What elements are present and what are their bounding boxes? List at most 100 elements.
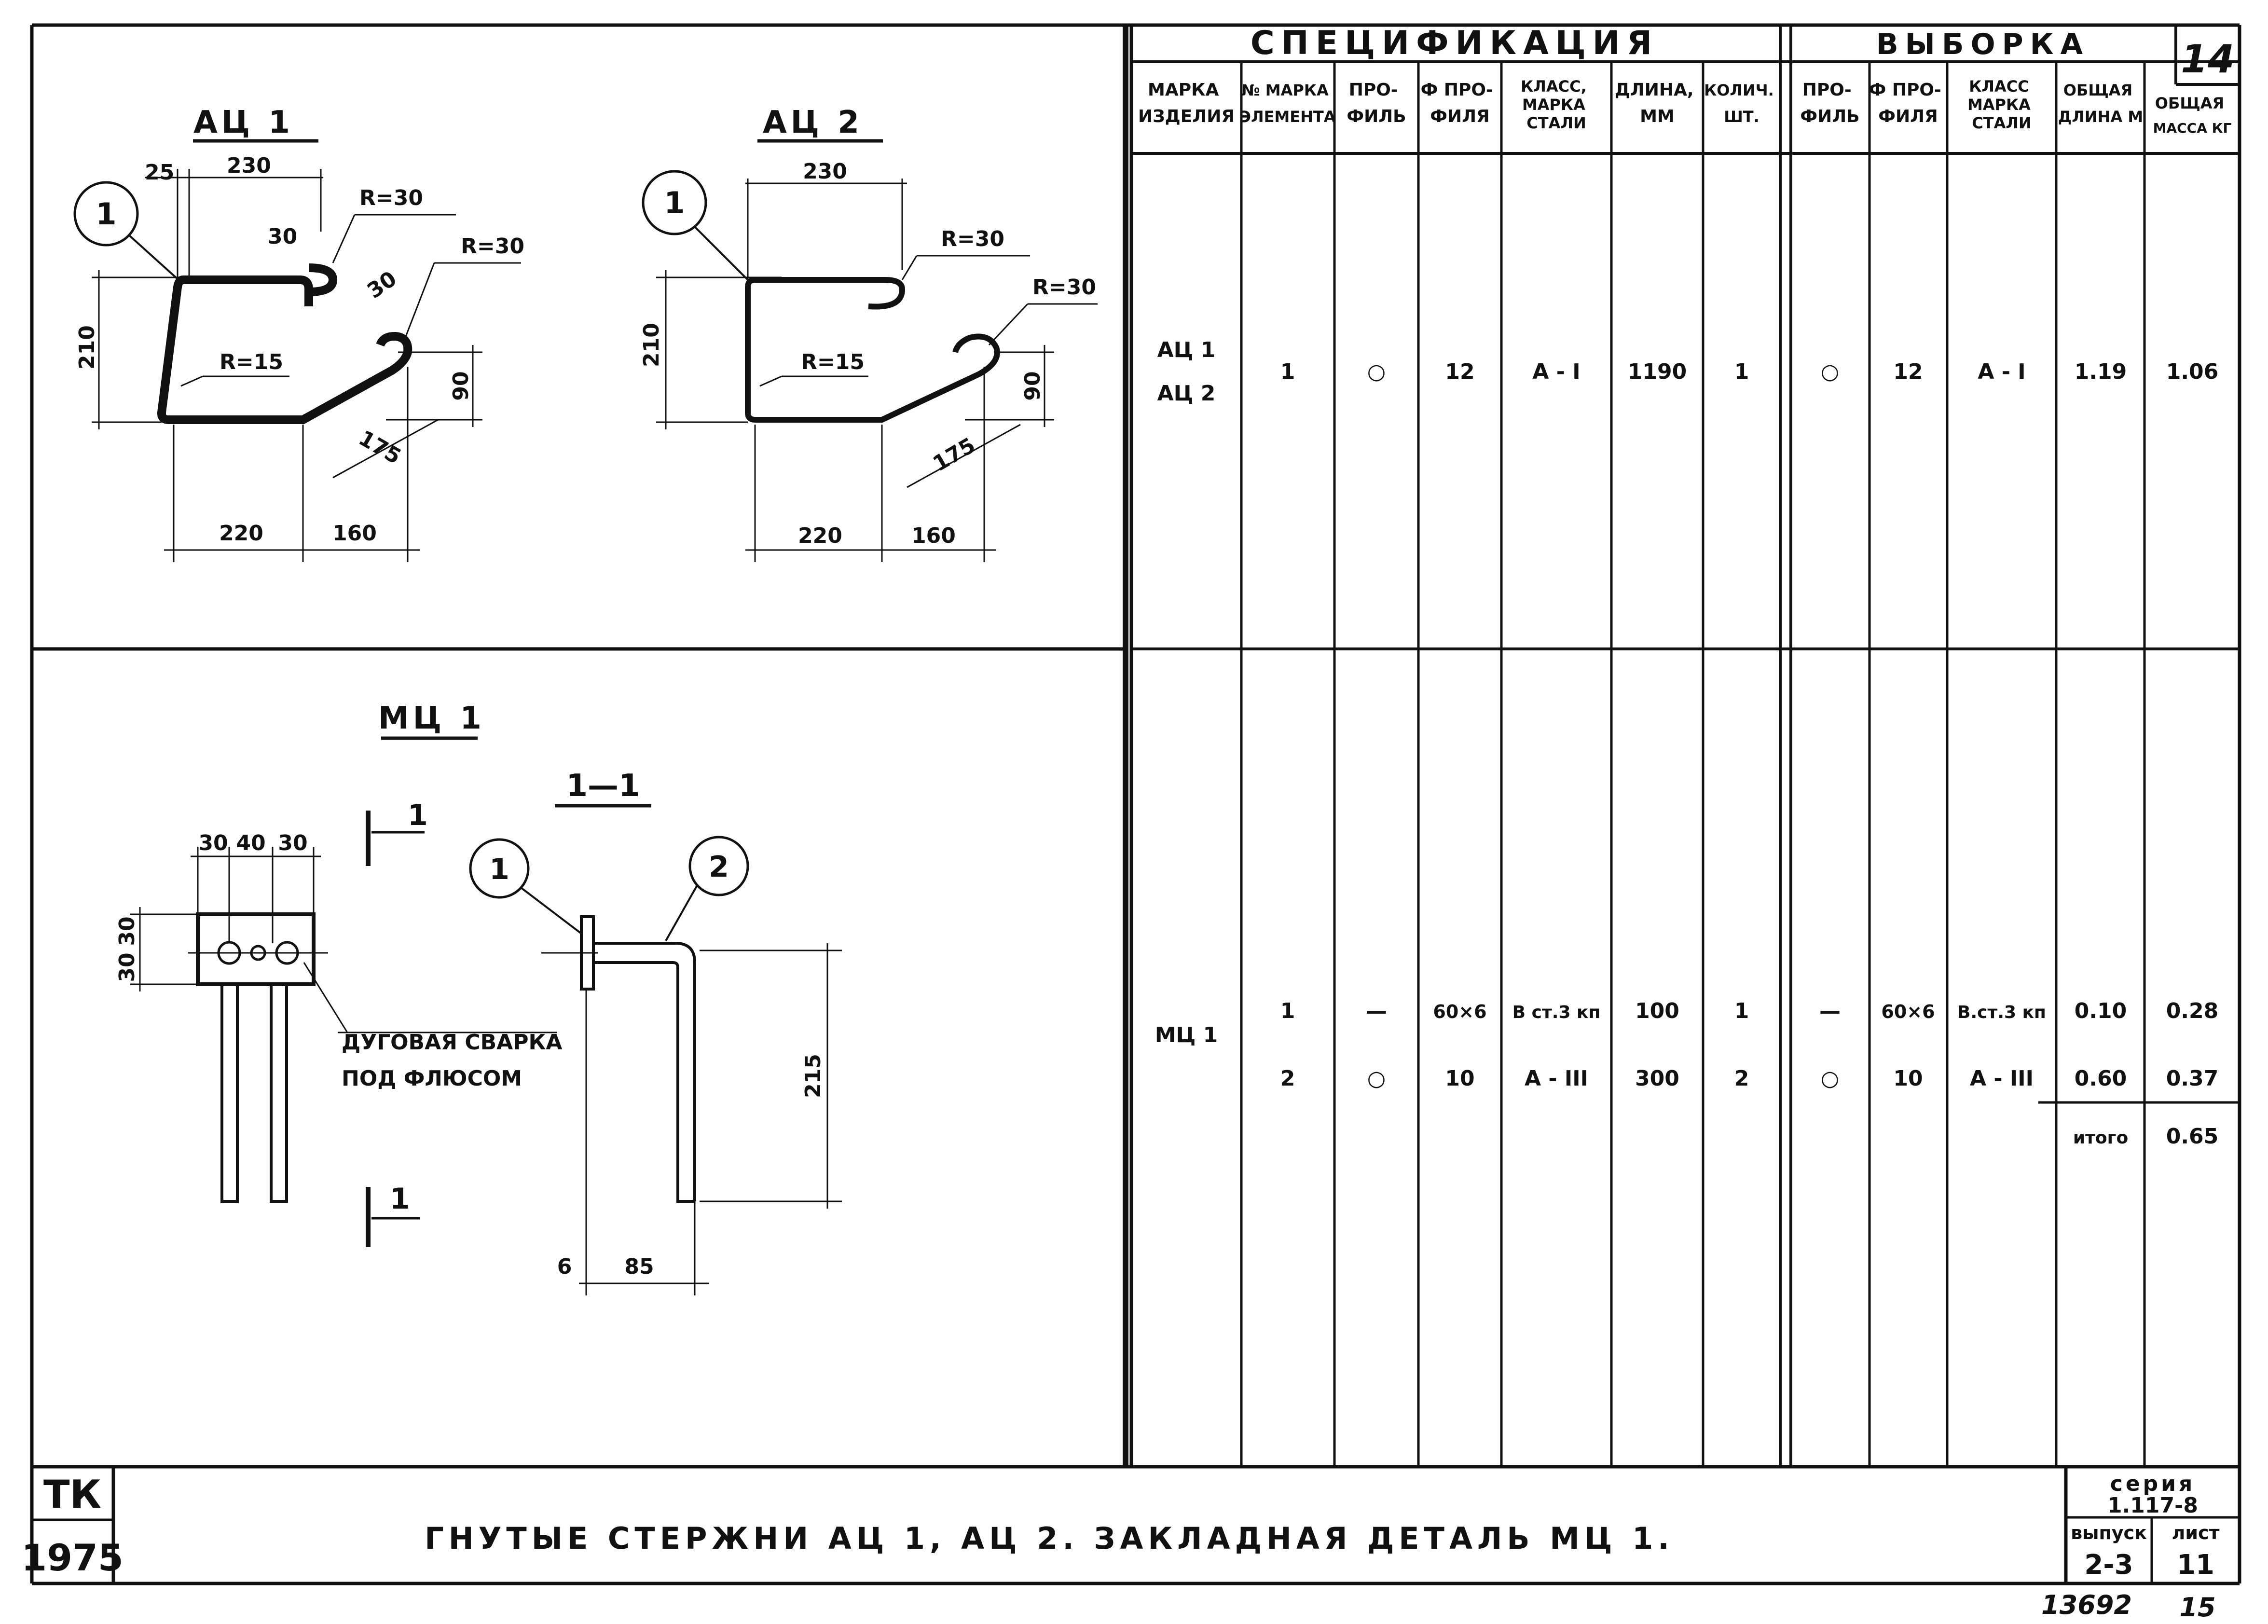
col-diam-profilya: Ф ПРО- ФИЛЯ [1421,80,1499,126]
ac2-d160: 160 [911,523,956,548]
mc1-title: МЦ 1 [378,701,485,736]
ac1-d25: 25 [145,160,174,185]
ac2-callout: 1 [664,185,685,220]
ac2-title: АЦ 2 [763,105,863,140]
ac1-bar [157,275,412,424]
cell-r2-kolich: 2 [1734,1066,1749,1091]
ac1-d160: 160 [332,521,377,546]
col-v-profil: ПРО- ФИЛЬ [1800,80,1859,126]
col-dlina: ДЛИНА, ММ [1615,80,1700,126]
cell-v-diam: 12 [1893,359,1923,384]
vypusk-value: 2-3 [2084,1549,2133,1581]
cell-r1-v-diam: 60×6 [1881,1001,1935,1022]
cell-r1-kolich: 1 [1734,999,1749,1023]
cell-r1-v-profil: — [1819,999,1841,1023]
cell-r2-nomer: 2 [1280,1066,1295,1091]
ac1-d30b: 30 [363,266,401,303]
ac1-d230: 230 [227,153,271,178]
mc1-weld-note-2: ПОД ФЛЮСОМ [342,1066,522,1091]
stamp-top: ТК [43,1472,101,1517]
sec11-callout1-circle [469,838,530,899]
sec11-callout2-circle [688,836,749,896]
cell-v-klass: А - I [1978,359,2025,384]
ac2-d210: 210 [639,323,664,367]
cell-v-profil: ○ [1821,359,1839,384]
vyborka-header: ВЫБОРКА [1876,28,2089,61]
ac1-r15: R=15 [220,350,283,374]
cell-marka-ac2: АЦ 2 [1157,381,1216,406]
table-row-mc: МЦ 1 1 — 60×6 В ст.3 кп 100 1 — 60×6 В.с… [1155,999,2219,1149]
cell-r2-profil: ○ [1367,1066,1386,1091]
ac1-callout: 1 [96,196,116,232]
col-obshaya-dlina: ОБЩАЯ ДЛИНА М [2058,81,2143,126]
mc1-d30a: 30 [198,831,228,855]
col-v-diam: Ф ПРО- ФИЛЯ [1869,80,1948,126]
cell-diam: 12 [1445,359,1474,384]
ac1-d175: 175 [355,426,405,469]
vypusk-label: выпуск [2071,1522,2147,1543]
cell-profil: ○ [1367,359,1386,384]
ac1-d210: 210 [75,325,99,370]
title-block: ТК 1975 ГНУТЫЕ СТЕРЖНИ АЦ 1, АЦ 2. ЗАКЛА… [21,1467,2240,1583]
mc1-d30b: 30 [278,831,307,855]
mc1-sec-mark-bottom: 1 [390,1182,410,1216]
cell-r1-diam: 60×6 [1433,1001,1486,1022]
cell-marka-mc1: МЦ 1 [1155,1023,1218,1047]
sec11-callout1: 1 [489,853,509,886]
sheet-title: ГНУТЫЕ СТЕРЖНИ АЦ 1, АЦ 2. ЗАКЛАДНАЯ ДЕТ… [425,1521,1674,1556]
col-kolich: КОЛИЧ. ШТ. [1704,81,1779,126]
mc1-d30v2: 30 [115,952,139,982]
cell-r1-dlina: 100 [1635,999,1679,1023]
mc1-weld-note-1: ДУГОВАЯ СВАРКА [342,1030,563,1055]
cell-itogo-value: 0.65 [2166,1124,2219,1149]
cell-r1-obsh-massa: 0.28 [2166,999,2219,1023]
spec-header: СПЕЦИФИКАЦИЯ [1251,24,1659,62]
drawing-mc1: МЦ 1 1 1 30 40 30 30 30 [115,701,563,1247]
seriya-label: серия [2110,1472,2196,1496]
cell-itogo-label: итого [2073,1128,2128,1148]
sheet-number-top: 14 [2181,37,2234,82]
cell-nomer: 1 [1280,359,1295,384]
mc1-plate [196,912,316,986]
seriya-value: 1.117-8 [2107,1493,2198,1518]
ac2-r30b: R=30 [1032,275,1096,300]
cell-r1-nomer: 1 [1280,999,1295,1023]
cell-r2-klass: А - III [1525,1066,1588,1091]
cell-r2-v-profil: ○ [1821,1066,1839,1091]
cell-r1-v-klass: В.ст.3 кп [1957,1003,2046,1022]
ac2-d90: 90 [1020,371,1045,400]
ac2-d175: 175 [929,433,979,476]
drawing-ac2: АЦ 2 1 230 R=30 R=30 210 R=15 90 [639,105,1098,562]
cell-r2-dlina: 300 [1635,1066,1679,1091]
cell-klass: А - I [1532,359,1580,384]
cell-r2-obsh-massa: 0.37 [2166,1066,2219,1091]
drawing-section-1-1: 1—1 1 2 215 6 85 [469,768,842,1295]
cell-r2-diam: 10 [1445,1066,1474,1091]
sec11-d85: 85 [624,1254,654,1279]
stamp-bottom: 1975 [21,1536,124,1579]
sec11-d215: 215 [801,1054,825,1098]
ac1-r30a: R=30 [359,186,423,210]
ac2-d220: 220 [798,523,842,548]
mc1-rod-left [220,983,239,1203]
table-row-ac: АЦ 1 АЦ 2 1 ○ 12 А - I 1190 1 ○ 12 А - I… [1157,338,2219,406]
sec11-title: 1—1 [566,768,640,804]
archive-number: 13692 [2041,1590,2132,1620]
mc1-d30v1: 30 [115,916,139,946]
mc1-d40: 40 [236,831,265,855]
spec-table-grid [1131,25,2240,1467]
ac2-r15: R=15 [801,350,865,374]
col-marka-izdeliya: МАРКА ИЗДЕЛИЯ [1138,80,1235,126]
ac1-callout-circle [73,181,139,247]
ac1-d30: 30 [268,224,297,249]
ac2-d230: 230 [803,159,847,184]
list-label: лист [2172,1522,2219,1543]
col-obshaya-massa: ОБЩАЯ МАССА КГ [2153,94,2232,136]
col-nomer-elementa: № МАРКА ЭЛЕМЕНТА [1240,81,1336,126]
cell-r2-v-diam: 10 [1893,1066,1923,1091]
mc1-sec-mark-top: 1 [408,798,428,832]
cell-r2-v-klass: А - III [1970,1066,2034,1091]
col-profil: ПРО- ФИЛЬ [1347,80,1406,126]
drawing-ac1: АЦ 1 1 25 230 30 [73,105,524,562]
